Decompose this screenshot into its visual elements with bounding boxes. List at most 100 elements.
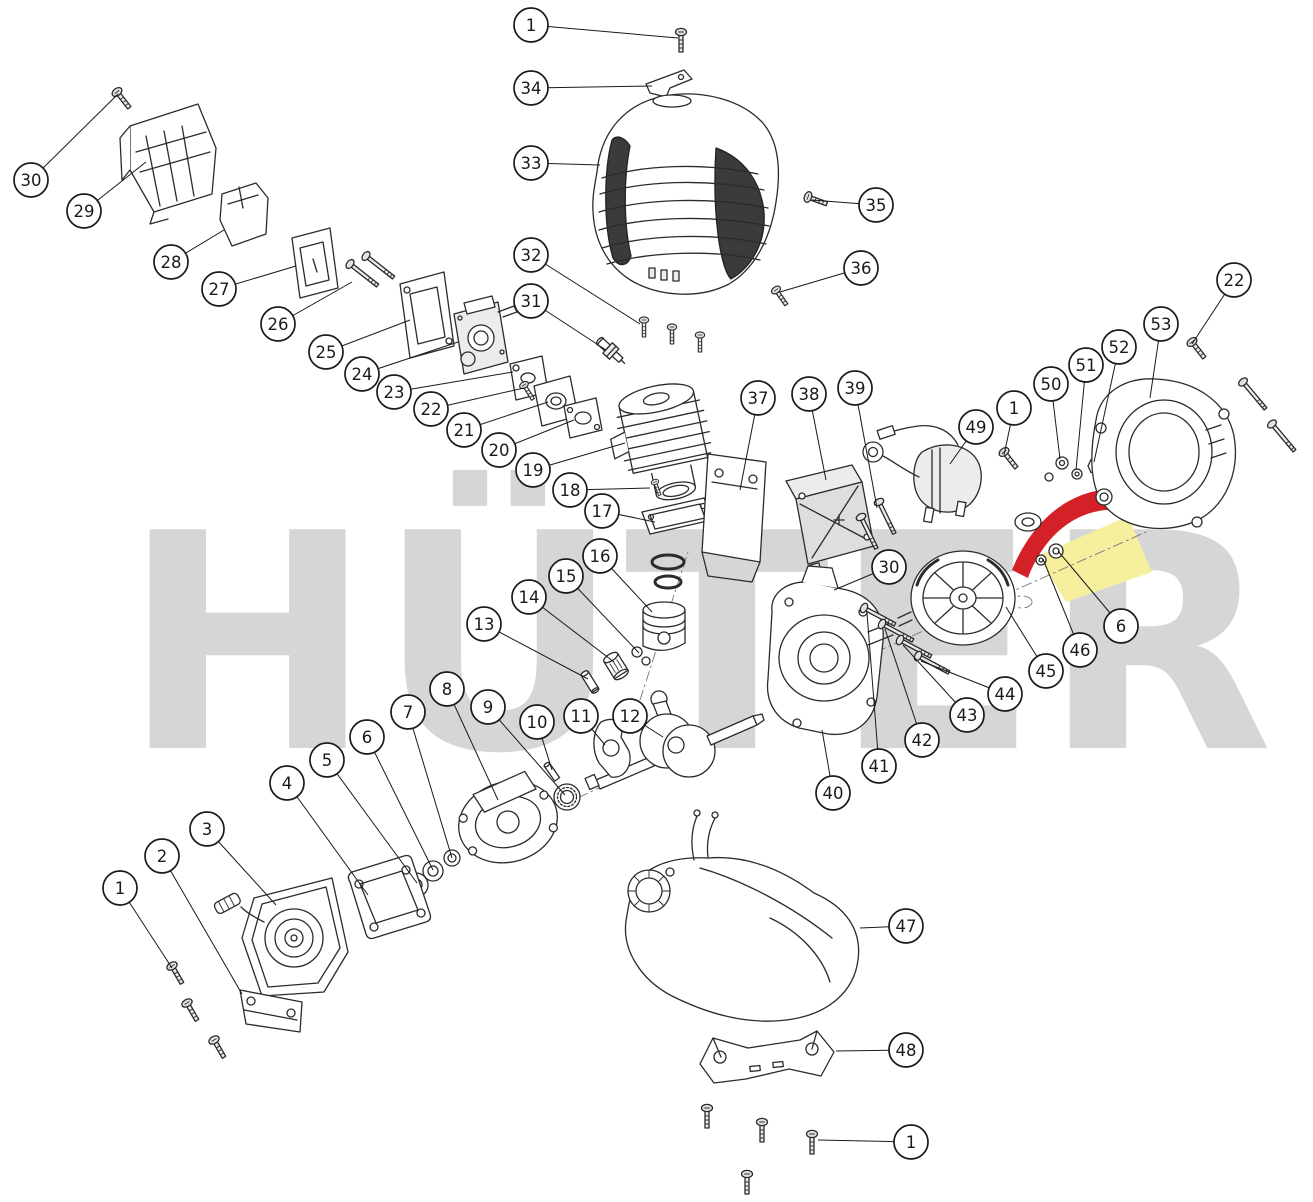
callout-balloon-12-23: 12 <box>612 698 648 734</box>
leader-line-32-3 <box>530 254 641 325</box>
svg-text:42: 42 <box>912 731 933 750</box>
svg-text:28: 28 <box>161 253 182 272</box>
svg-text:41: 41 <box>869 757 890 776</box>
svg-text:52: 52 <box>1109 338 1130 357</box>
part-carb-screws-illustration <box>343 249 398 291</box>
callout-balloon-39-39: 39 <box>837 370 873 406</box>
svg-text:5: 5 <box>322 751 333 770</box>
leader-line-23-12 <box>393 371 514 393</box>
callout-balloon-1-58: 1 <box>893 1124 929 1160</box>
callout-balloon-4-31: 4 <box>269 765 305 801</box>
callout-balloon-1-34: 1 <box>102 870 138 906</box>
svg-text:20: 20 <box>489 441 510 460</box>
part-cylinder-illustration <box>610 383 712 501</box>
callout-balloon-28-7: 28 <box>153 244 189 280</box>
leader-line-2-33 <box>161 855 243 995</box>
part-mount-plate-illustration <box>239 989 303 1033</box>
svg-text:40: 40 <box>823 784 844 803</box>
part-spark-plug-illustration <box>595 336 626 365</box>
callout-balloon-19-16: 19 <box>515 452 551 488</box>
callout-balloon-50-42: 50 <box>1033 366 1069 402</box>
leader-line-39-39 <box>854 387 878 509</box>
leader-line-30-5 <box>30 93 119 181</box>
svg-text:51: 51 <box>1076 356 1097 375</box>
callout-balloon-22-13: 22 <box>413 391 449 427</box>
leader-line-52-44 <box>1093 346 1120 463</box>
part-long-bolts-right-illustration <box>1236 375 1299 455</box>
svg-text:36: 36 <box>851 259 872 278</box>
svg-text:34: 34 <box>521 79 542 98</box>
part-cover-screw-right-illustration <box>1184 335 1210 362</box>
svg-text:30: 30 <box>21 171 42 190</box>
part-muffler-illustration <box>785 464 875 574</box>
callout-balloon-2-33: 2 <box>144 838 180 874</box>
callout-balloon-1-0: 1 <box>513 7 549 43</box>
svg-text:37: 37 <box>748 389 769 408</box>
svg-text:7: 7 <box>403 703 414 722</box>
callout-balloon-6-48: 6 <box>1103 608 1139 644</box>
svg-text:9: 9 <box>483 698 494 717</box>
svg-text:48: 48 <box>896 1041 917 1060</box>
part-crankshaft-illustration <box>584 690 765 791</box>
callout-balloon-8-27: 8 <box>429 671 465 707</box>
part-carburetor-illustration <box>453 295 518 375</box>
callout-balloon-6-29: 6 <box>349 719 385 755</box>
part-crankcase-illustration <box>766 565 894 736</box>
part-heat-shield-illustration <box>701 453 767 583</box>
callout-balloon-31-4: 31 <box>513 283 549 319</box>
svg-text:15: 15 <box>556 567 577 586</box>
part-flywheel-illustration <box>897 550 1016 646</box>
part-top-right-screws-illustration <box>769 189 830 309</box>
callout-balloon-3-32: 3 <box>189 811 225 847</box>
svg-text:6: 6 <box>362 728 373 747</box>
part-cylinder-screws-illustration <box>638 316 706 353</box>
callout-balloon-20-15: 20 <box>481 432 517 468</box>
part-airbox-plate-illustration <box>291 227 339 299</box>
svg-text:1: 1 <box>526 16 537 35</box>
callout-balloon-33-2: 33 <box>513 145 549 181</box>
parts-illustrations <box>109 27 1299 1195</box>
leader-line-13-22 <box>483 623 589 680</box>
svg-text:1: 1 <box>1009 399 1020 418</box>
svg-text:39: 39 <box>845 379 866 398</box>
callout-balloon-14-21: 14 <box>511 579 547 615</box>
part-bottom-screws-illustration <box>700 1103 819 1195</box>
svg-text:25: 25 <box>316 343 337 362</box>
svg-text:29: 29 <box>74 202 95 221</box>
svg-text:10: 10 <box>527 713 548 732</box>
callout-balloon-16-19: 16 <box>582 538 618 574</box>
part-piston-clips-illustration <box>631 646 651 666</box>
svg-text:33: 33 <box>521 154 542 173</box>
leader-line-1-0 <box>530 24 679 39</box>
leader-line-7-28 <box>407 711 453 859</box>
svg-text:19: 19 <box>523 461 544 480</box>
part-airbox-cover-illustration <box>119 103 217 225</box>
callout-balloon-27-8: 27 <box>201 271 237 307</box>
svg-text:3: 3 <box>202 820 213 839</box>
svg-text:50: 50 <box>1041 375 1062 394</box>
leader-line-5-30 <box>326 759 418 884</box>
part-carb-backplate-illustration <box>399 271 455 359</box>
part-needle-bearing-illustration <box>603 651 629 681</box>
callout-balloon-35-35: 35 <box>858 187 894 223</box>
part-cover-bracket-illustration <box>645 69 693 98</box>
part-cover-screw-illustration <box>674 27 688 53</box>
callout-balloon-22-46: 22 <box>1216 262 1252 298</box>
svg-text:17: 17 <box>592 502 613 521</box>
callout-balloon-15-20: 15 <box>548 558 584 594</box>
svg-text:22: 22 <box>1224 271 1245 290</box>
svg-text:45: 45 <box>1036 662 1057 681</box>
svg-text:27: 27 <box>209 280 230 299</box>
callout-balloon-46-49: 46 <box>1062 632 1098 668</box>
callout-balloon-13-22: 13 <box>466 606 502 642</box>
svg-text:13: 13 <box>474 615 495 634</box>
svg-text:6: 6 <box>1116 617 1127 636</box>
callout-balloon-5-30: 5 <box>309 742 345 778</box>
svg-text:44: 44 <box>995 685 1016 704</box>
leader-line-41-54 <box>866 612 880 767</box>
part-ball-bearing-illustration <box>553 783 581 811</box>
part-dowel-pin-illustration <box>543 761 561 782</box>
svg-text:53: 53 <box>1151 315 1172 334</box>
